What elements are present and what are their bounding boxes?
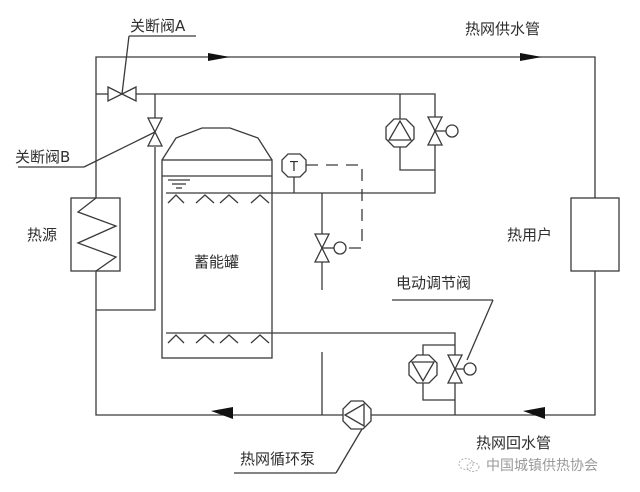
label-circulation-pump: 热网循环泵 (240, 450, 316, 468)
circulation-pump-leader-line (335, 428, 363, 474)
label-storage-tank: 蓄能罐 (194, 253, 240, 271)
thermometer-symbol: T (289, 160, 298, 175)
label-heat-user: 热用户 (507, 226, 553, 244)
control-signal-line (306, 164, 363, 249)
electric-control-valve-icon (446, 354, 477, 384)
return-pipe (95, 271, 596, 416)
watermark: 中国城镇供热协会 (458, 455, 598, 475)
electric-valve-leader-line (466, 299, 494, 361)
valve-b-pipe-lower (96, 147, 156, 311)
heat-source-exchanger-icon (70, 197, 121, 272)
watermark-text: 中国城镇供热协会 (486, 458, 598, 474)
supply-flow-arrow-right (520, 53, 542, 61)
label-supply-pipe: 热网供水管 (465, 20, 541, 38)
bypass-control-valve-icon (313, 233, 347, 263)
circulation-pump-icon (342, 400, 372, 430)
wechat-icon (458, 458, 480, 472)
label-heat-source: 热源 (27, 226, 58, 244)
lower-pump-pipe (422, 344, 455, 355)
label-shutoff-valve-b: 关断阀B (15, 148, 71, 166)
lower-pump-pipe-lower (422, 383, 455, 401)
label-shutoff-valve-a: 关断阀A (130, 17, 186, 35)
storage-tank (161, 127, 273, 359)
heat-user-box (570, 197, 620, 272)
return-flow-arrow-right (523, 407, 545, 419)
thermometer-icon (281, 153, 307, 178)
supply-flow-arrow-left (208, 53, 230, 61)
upper-pump-pipe-lower (399, 147, 435, 171)
supply-pipe (95, 56, 596, 198)
upper-control-valve-icon (426, 116, 459, 146)
valve-a-leader-line (121, 35, 130, 95)
return-flow-arrow-left (211, 407, 233, 419)
tank-bottom-pipe (272, 332, 456, 355)
shutoff-valve-b-icon (146, 117, 164, 147)
label-return-pipe: 热网回水管 (476, 434, 552, 452)
upper-pump-icon (385, 118, 415, 148)
shutoff-valve-a-icon (107, 85, 137, 103)
valve-b-leader-line (83, 131, 156, 168)
label-electric-control-valve: 电动调节阀 (396, 274, 472, 292)
lower-pump-icon (408, 354, 438, 384)
